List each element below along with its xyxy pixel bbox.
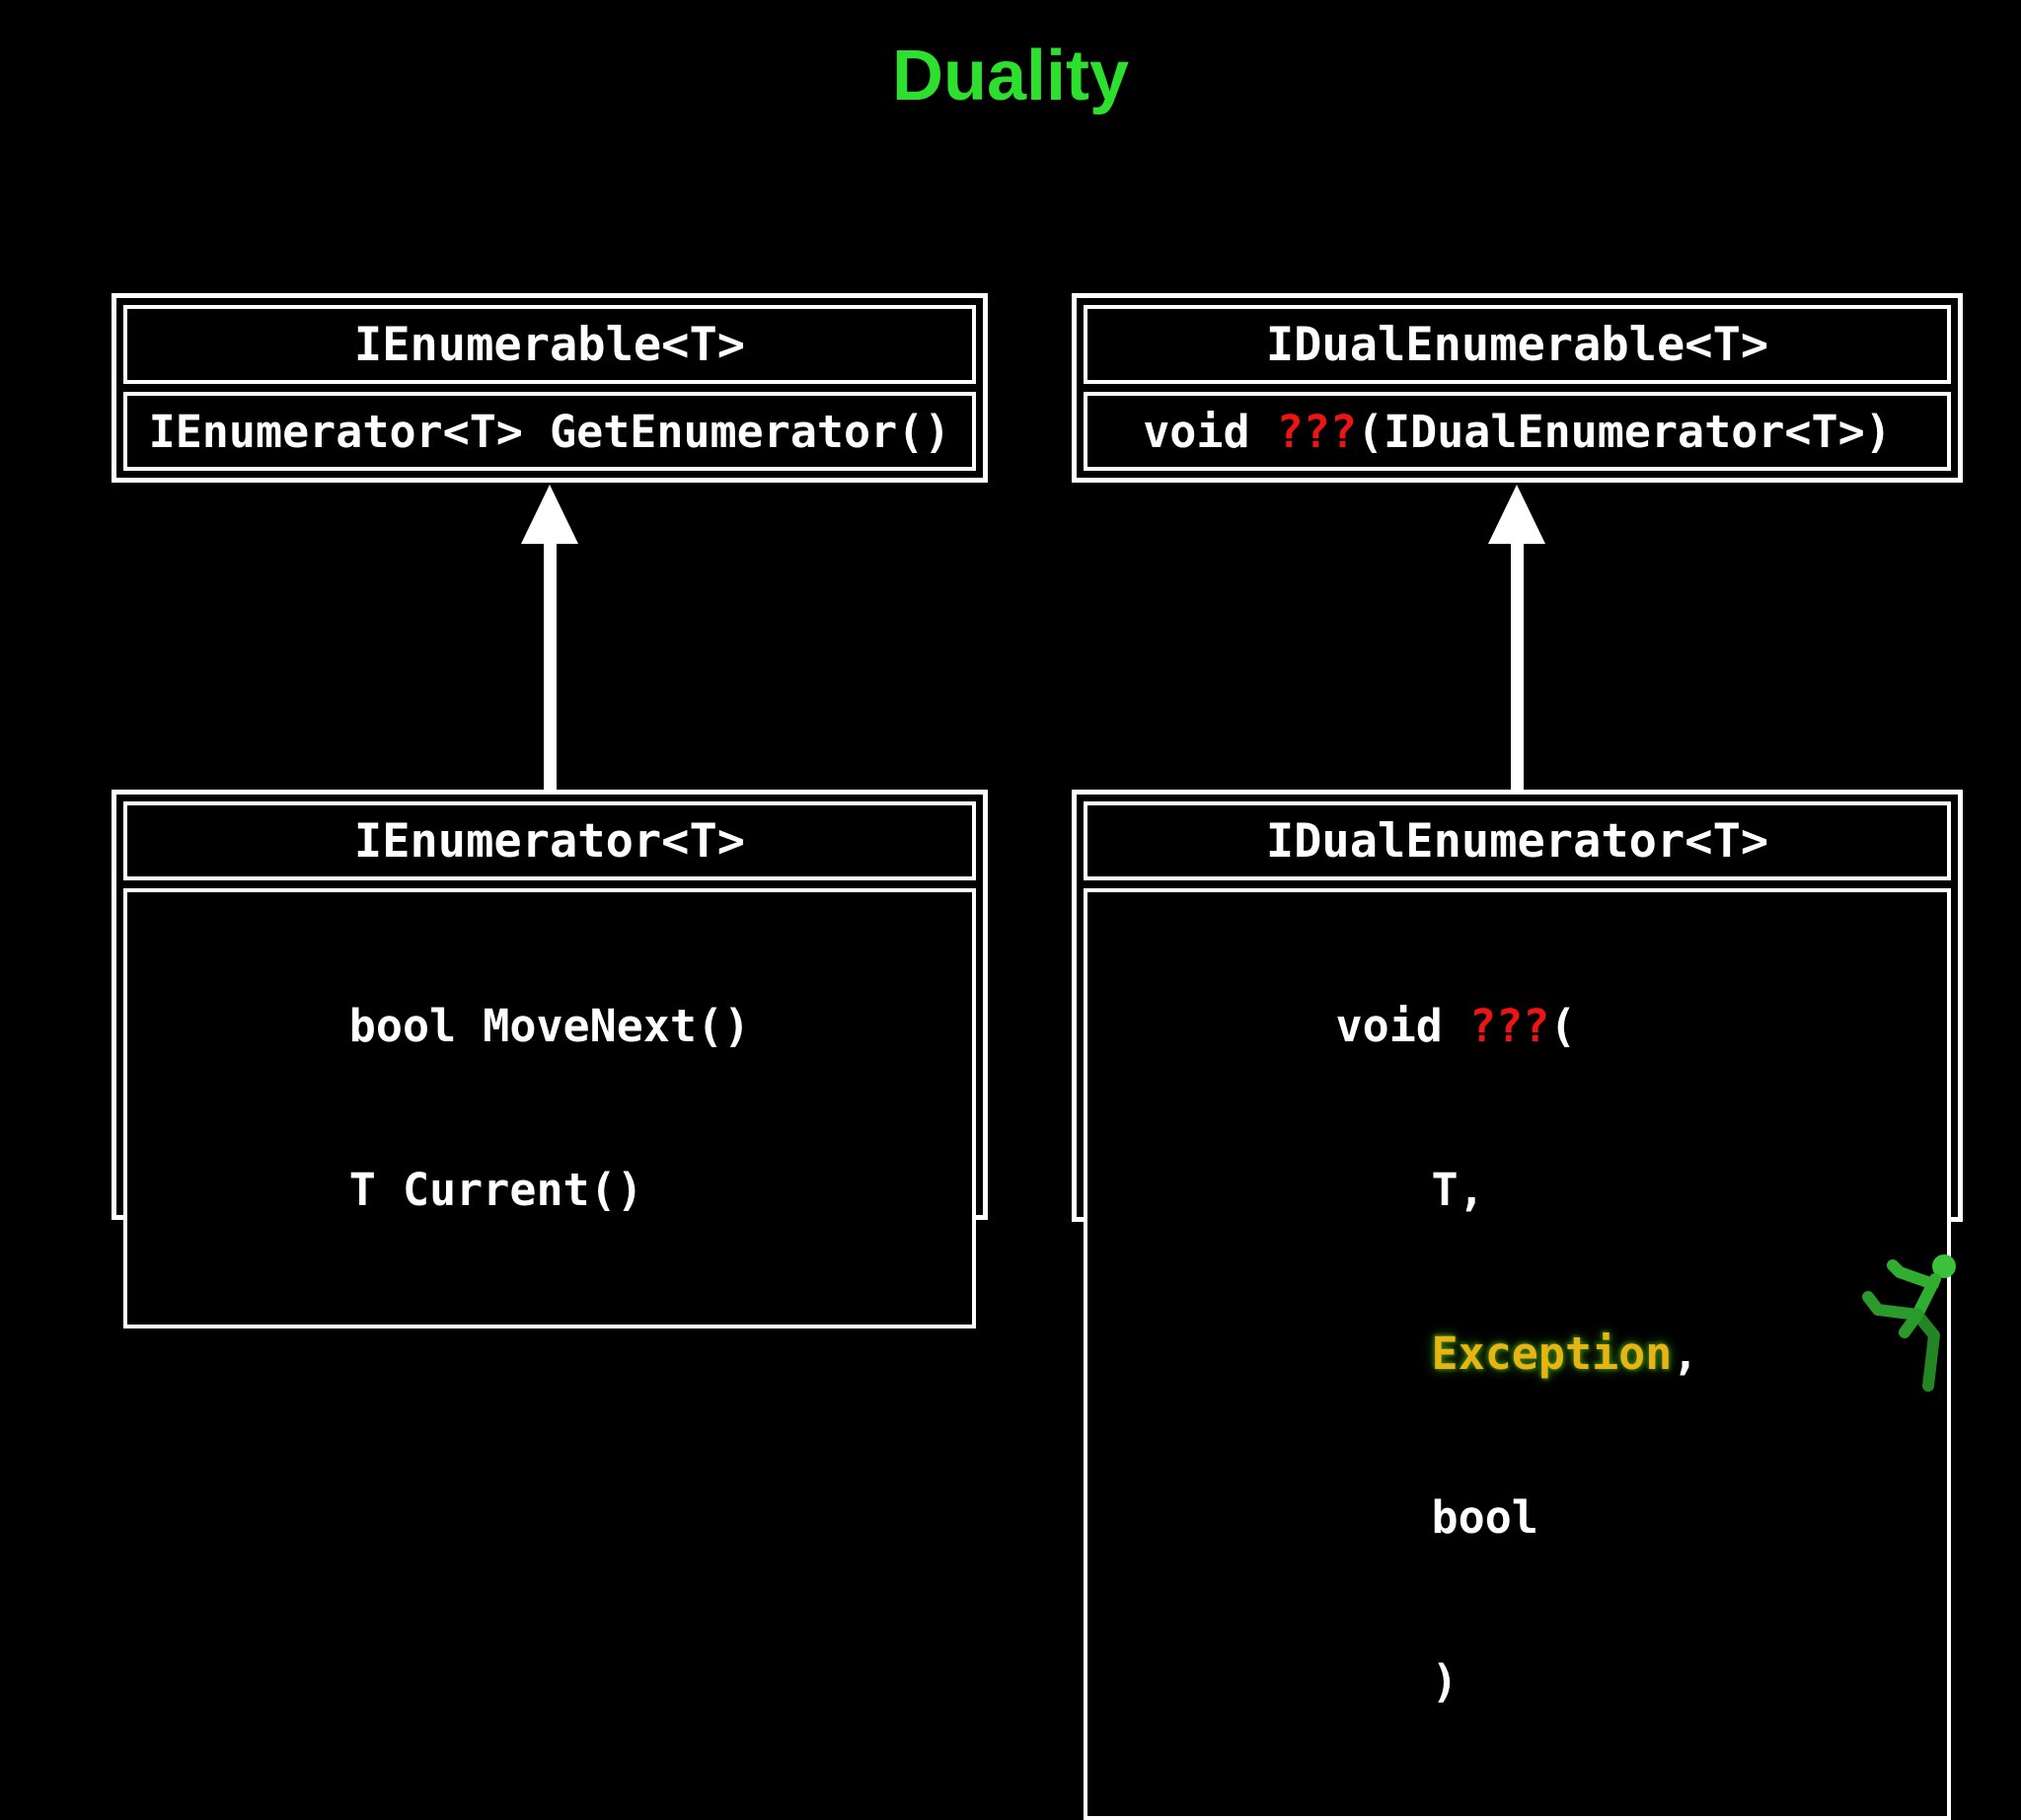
method-unknown-subscribe: void ???(IDualEnumerator<T>) [1084,392,1951,471]
method-movenext: bool MoveNext() [348,1000,751,1052]
arrow-tail [543,536,557,793]
inheritance-arrow-right [1487,485,1546,793]
class-name-idualenumerable: IDualEnumerable<T> [1084,305,1951,384]
member-list-ienumerator: bool MoveNext() T Current() [123,888,976,1328]
sig-prefix: void [1143,405,1277,458]
class-box-ienumerable: IEnumerable<T> IEnumerator<T> GetEnumera… [112,293,988,483]
runner-logo-icon [1862,1254,1956,1392]
param-exception-line: Exception, [1336,1325,1699,1384]
class-box-ienumerator: IEnumerator<T> bool MoveNext() T Current… [112,790,988,1328]
slide-title: Duality [891,37,1130,115]
param-bool: bool [1431,1491,1538,1544]
sig-close-paren: ) [1431,1655,1459,1707]
class-name-idualenumerator: IDualEnumerator<T> [1084,801,1951,880]
method-current: T Current() [348,1164,643,1216]
sig-unknown-method-name: ??? [1469,1000,1550,1052]
param-exception-highlighted: Exception [1431,1327,1673,1380]
method-getenumerator: IEnumerator<T> GetEnumerator() [123,392,976,471]
sig-suffix: (IDualEnumerator<T>) [1356,405,1892,458]
param-exception-comma: , [1672,1327,1699,1380]
arrow-head-icon [1488,485,1545,544]
class-name-ienumerator: IEnumerator<T> [123,801,976,880]
param-t: T, [1431,1164,1485,1216]
sig-prefix: void [1335,1000,1469,1052]
sig-line-open: void ???( [1336,997,1699,1056]
member-list-idualenumerator: void ???( T, Exception, bool ) [1084,888,1951,1820]
slide: Duality IEnumerable<T> IEnumerator<T> Ge… [112,37,1963,1820]
class-box-idualenumerator: IDualEnumerator<T> void ???( T, Exceptio… [1072,790,1963,1820]
class-box-idualenumerable: IDualEnumerable<T> void ???(IDualEnumera… [1072,293,1963,483]
sig-open-paren: ( [1549,1000,1577,1052]
arrow-head-icon [521,485,578,544]
class-name-ienumerable: IEnumerable<T> [123,305,976,384]
arrow-tail [1510,536,1524,793]
sig-unknown-method-name: ??? [1276,405,1357,458]
inheritance-arrow-left [520,485,579,793]
